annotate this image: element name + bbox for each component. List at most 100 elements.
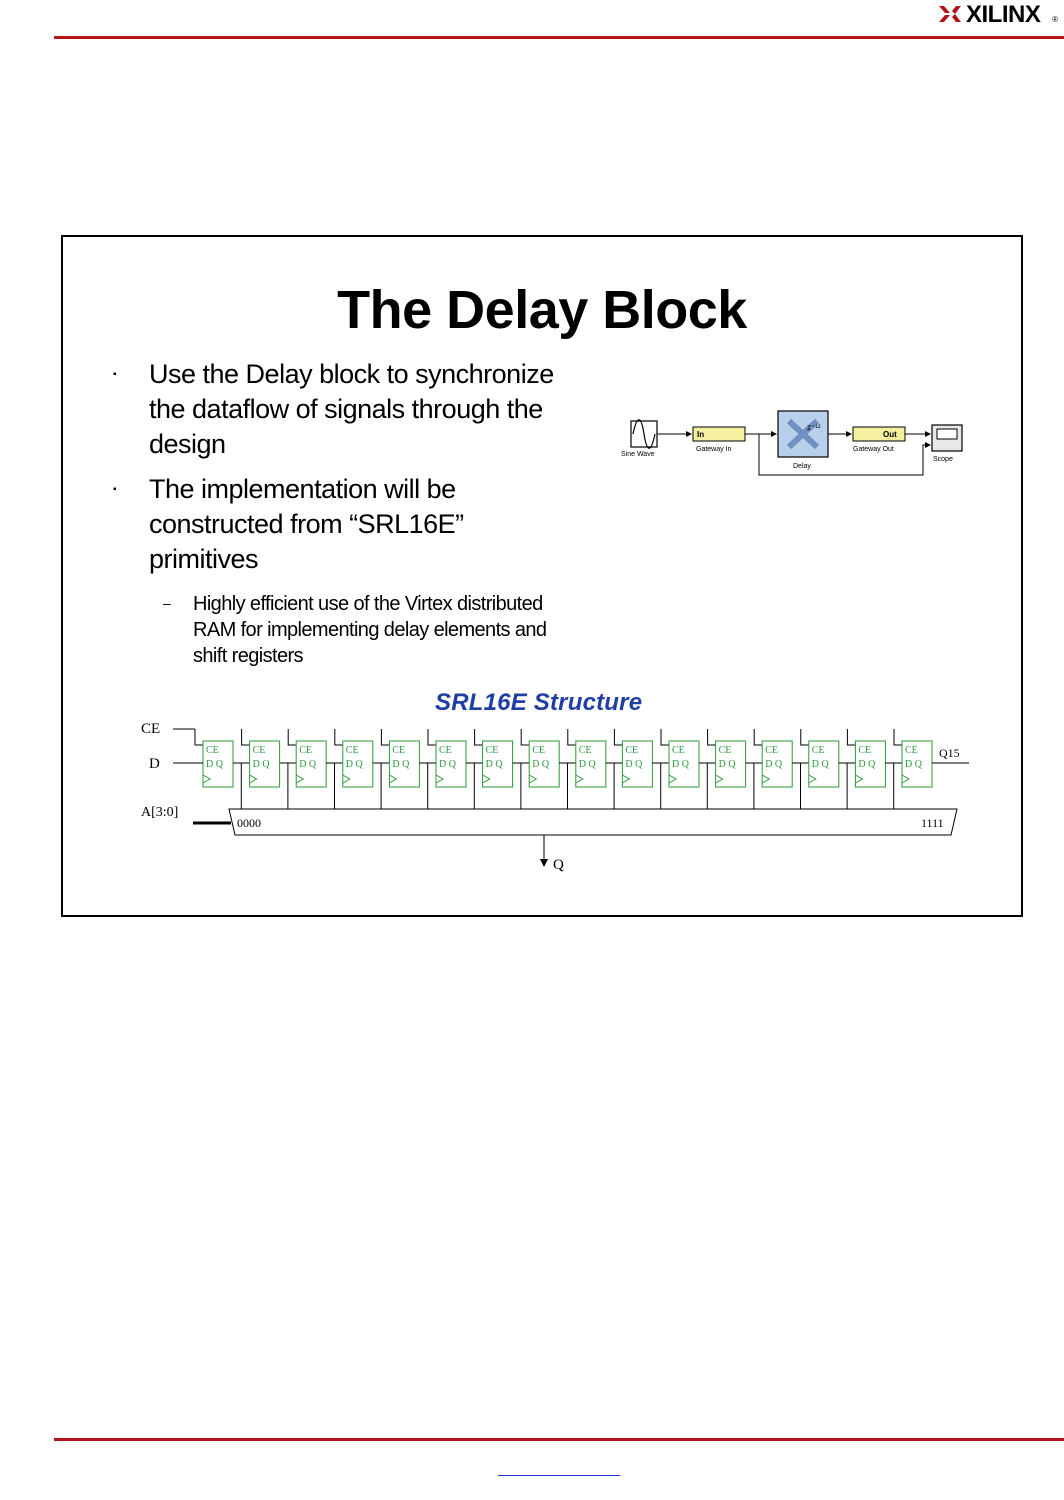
flip-flop-ce-label: CE — [672, 745, 685, 756]
flip-flop — [761, 740, 793, 788]
output-mux: 0000 1111 — [228, 808, 958, 836]
q15-output-label: Q15 — [939, 746, 960, 760]
flip-flop-dq-label: D Q — [625, 759, 643, 770]
logo-registered-mark: ® — [1052, 15, 1058, 24]
clock-input — [342, 774, 351, 784]
ce-branch — [893, 729, 902, 746]
flip-flop-dq-label: D Q — [672, 759, 690, 770]
flip-flop-ce-label: CE — [392, 745, 405, 756]
flip-flop-dq-label: D Q — [905, 759, 923, 770]
flip-flop-ce-label: CE — [579, 745, 592, 756]
ce-branch — [334, 729, 343, 746]
clock-input — [808, 774, 817, 784]
flip-flop-dq-label: D Q — [858, 759, 876, 770]
ce-branch — [660, 729, 669, 746]
ce-branch — [287, 729, 297, 746]
clock-input — [668, 774, 678, 784]
flip-flop-dq-label: D Q — [812, 759, 830, 770]
flip-flop — [668, 740, 700, 788]
delay-block: z⁻¹² Delay — [777, 410, 829, 470]
clock-input — [855, 774, 864, 784]
footer-rule — [54, 1438, 1064, 1441]
flip-flop-ce-label: CE — [253, 745, 266, 756]
ce-branch — [241, 729, 250, 746]
flip-flop — [808, 740, 840, 788]
flip-flop — [342, 740, 374, 788]
flip-flop — [901, 740, 933, 788]
gateway-out-label: Gateway Out — [853, 446, 894, 453]
flip-flop-dq-label: D Q — [299, 759, 317, 770]
scope-block: Scope — [931, 424, 963, 463]
bullet-item: The implementation will be constructed f… — [109, 472, 579, 577]
gateway-in-block: In Gateway In — [692, 426, 746, 453]
ce-branch — [753, 729, 763, 746]
flip-flop-ce-label: CE — [625, 745, 638, 756]
flip-flop-dq-label: D Q — [206, 759, 224, 770]
header-rule — [54, 36, 1064, 39]
flip-flop-ce-label: CE — [439, 745, 452, 756]
flip-flop-dq-label: D Q — [579, 759, 597, 770]
address-input-label: A[3:0] — [141, 805, 178, 820]
flip-flop-ce-label: CE — [812, 745, 825, 756]
flip-flop — [854, 740, 886, 788]
sine-wave-label: Sine Wave — [621, 451, 655, 458]
flip-flop-dq-label: D Q — [346, 759, 364, 770]
flip-flop — [295, 740, 327, 788]
ce-branch — [707, 729, 716, 746]
scope-label: Scope — [933, 456, 953, 463]
bullet-item: Use the Delay block to synchronize the d… — [109, 357, 579, 462]
d-input-label: D — [149, 756, 160, 772]
logo-text: XILINX — [966, 1, 1041, 28]
clock-input — [482, 774, 491, 784]
clock-input — [295, 774, 305, 784]
flip-flop-ce-label: CE — [905, 745, 918, 756]
clock-input — [435, 774, 445, 784]
clock-input — [249, 774, 258, 784]
ce-branch — [380, 729, 390, 746]
ce-branch — [613, 729, 623, 746]
sine-wave-block: Sine Wave — [621, 419, 658, 458]
clock-input — [389, 774, 398, 784]
flip-flop-ce-label: CE — [858, 745, 871, 756]
clock-input — [901, 774, 911, 784]
flip-flop-ce-label: CE — [299, 745, 312, 756]
bullet-list: Use the Delay block to synchronize the d… — [109, 357, 579, 669]
flip-flop — [621, 740, 653, 788]
flip-flop — [715, 740, 747, 788]
ce-branch — [520, 729, 530, 746]
flip-flop — [249, 740, 281, 788]
sub-bullet-item: Highly efficient use of the Virtex distr… — [109, 590, 579, 669]
flip-flop — [202, 740, 234, 788]
slide-title: The Delay Block — [337, 280, 747, 340]
flip-flop — [482, 740, 514, 788]
footer-link[interactable] — [498, 1474, 620, 1476]
slide-frame: The Delay Block Use the Delay block to s… — [61, 235, 1023, 917]
delay-label: Delay — [793, 463, 811, 470]
ce-branch — [427, 729, 436, 746]
flip-flop-dq-label: D Q — [439, 759, 457, 770]
flip-flop — [435, 740, 467, 788]
ce-branch — [474, 729, 483, 746]
flip-flop-dq-label: D Q — [486, 759, 504, 770]
flip-flop — [528, 740, 560, 788]
ce-input-label: CE — [141, 721, 160, 737]
gateway-out-block: Out Gateway Out — [852, 426, 906, 453]
flip-flop-dq-label: D Q — [392, 759, 410, 770]
clock-input — [761, 774, 771, 784]
clock-input — [622, 774, 631, 784]
ce-branch — [846, 729, 856, 746]
clock-input — [715, 774, 724, 784]
flip-flop-dq-label: D Q — [719, 759, 737, 770]
xilinx-x-icon — [939, 6, 961, 22]
mux-high-label: 1111 — [921, 816, 944, 830]
flip-flop-ce-label: CE — [346, 745, 359, 756]
ce-branch — [567, 729, 576, 746]
flip-flop — [388, 740, 420, 788]
gateway-in-label: Gateway In — [696, 446, 732, 453]
flip-flop-ce-label: CE — [486, 745, 499, 756]
q-output-label: Q — [553, 857, 564, 873]
srl16e-structure-diagram: CE D A[3:0] 0000 1111 Q Q15 CE D Q CE D Q CE… — [141, 721, 969, 873]
flip-flop-dq-label: D Q — [765, 759, 783, 770]
gateway-in-text: In — [697, 430, 704, 439]
clock-input — [575, 774, 584, 784]
